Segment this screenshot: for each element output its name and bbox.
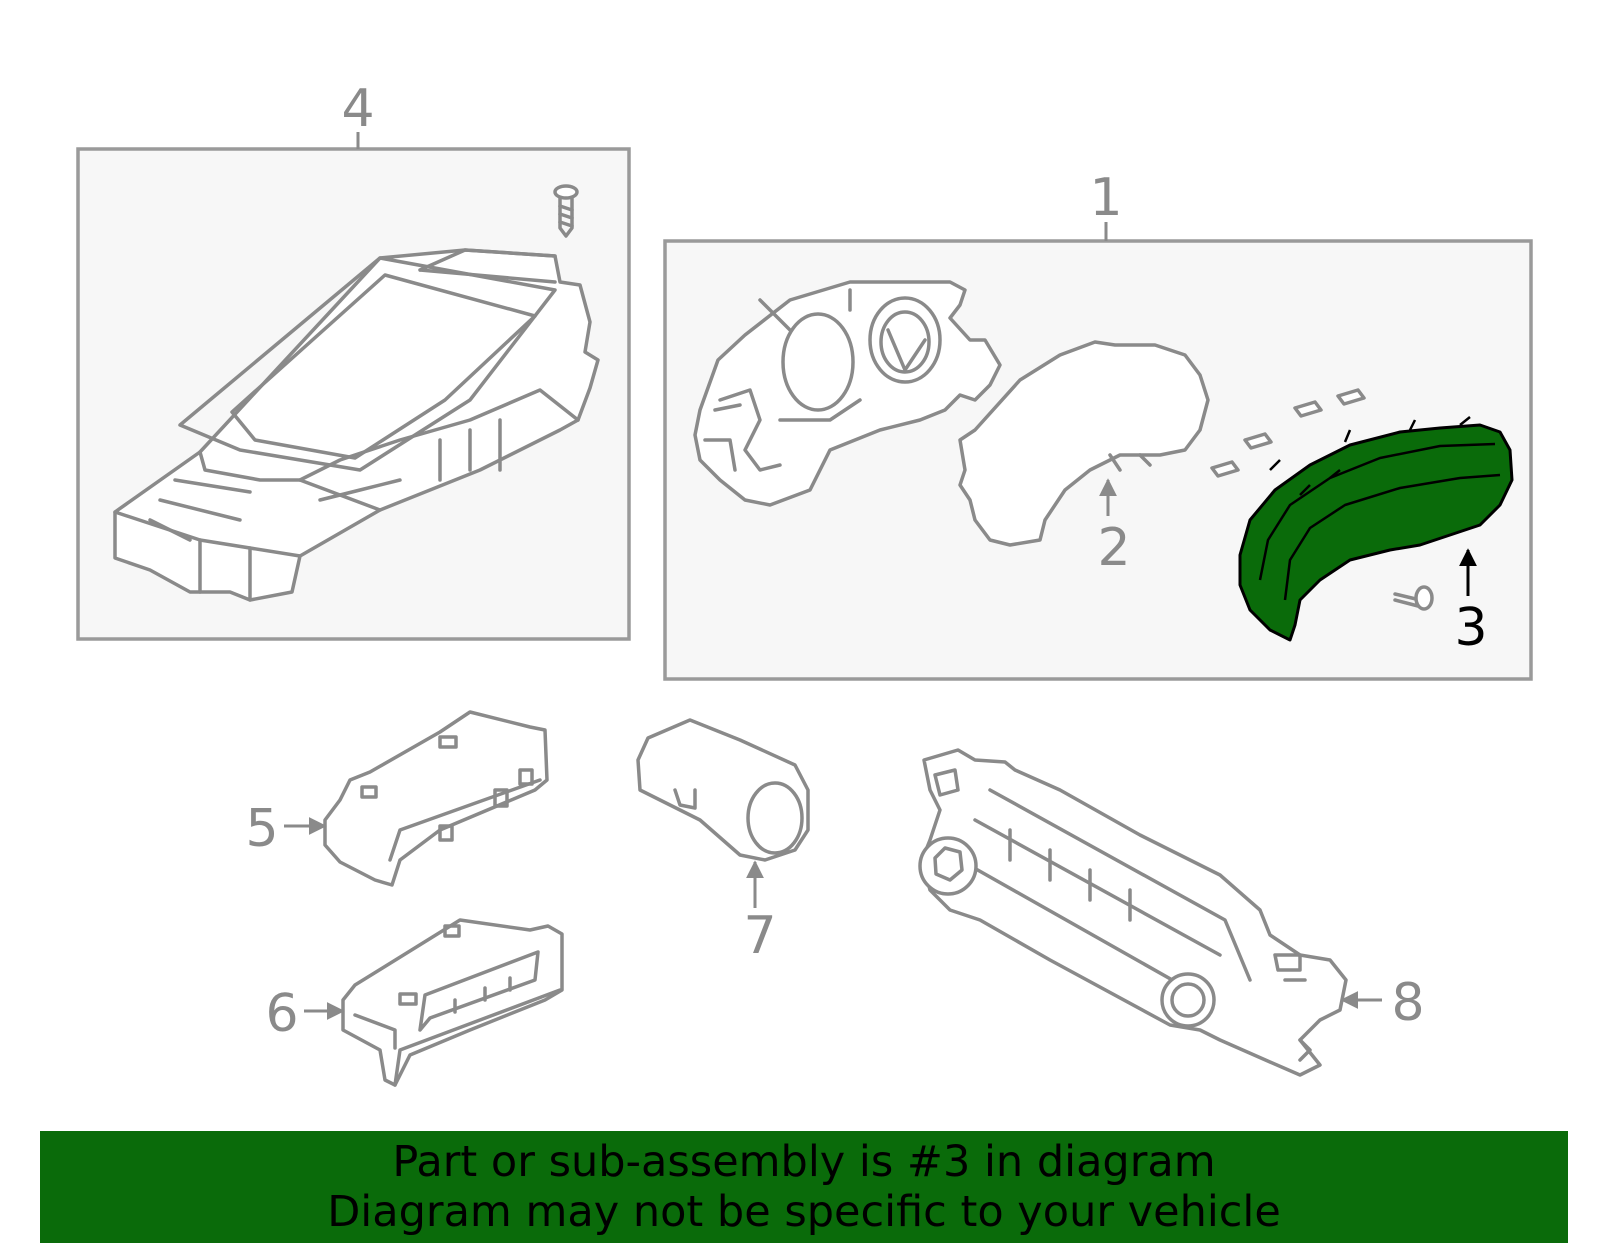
display-unit-part[interactable] (113, 248, 600, 602)
clip-icon (1210, 388, 1366, 478)
callout-7[interactable]: 7 (743, 906, 776, 966)
callout-6[interactable]: 6 (265, 984, 298, 1044)
cluster-meter-part-3[interactable] (1238, 416, 1514, 642)
screw-icon (553, 184, 579, 238)
callout-4[interactable]: 4 (341, 79, 374, 139)
callout-5[interactable]: 5 (245, 799, 278, 859)
callout-8[interactable]: 8 (1391, 973, 1424, 1033)
cluster-housing-part[interactable] (693, 280, 1002, 507)
switch-panel-part-6[interactable] (341, 918, 564, 1087)
banner-line-1: Part or sub-assembly is #3 in diagram (392, 1137, 1216, 1187)
group-box-4: 4 (76, 79, 631, 641)
sensor-part-7[interactable] (636, 718, 810, 862)
banner-line-2: Diagram may not be specific to your vehi… (327, 1187, 1281, 1237)
climate-control-part-8[interactable] (918, 748, 1348, 1077)
screw-icon (1393, 585, 1434, 611)
group-box-1: 1 2 (663, 168, 1533, 681)
switch-panel-part-5[interactable] (323, 710, 549, 887)
callout-3[interactable]: 3 (1454, 598, 1487, 658)
callout-1[interactable]: 1 (1089, 168, 1122, 228)
lens-part-2[interactable] (958, 340, 1210, 547)
callout-2[interactable]: 2 (1097, 518, 1130, 578)
info-banner: Part or sub-assembly is #3 in diagram Di… (40, 1131, 1568, 1243)
